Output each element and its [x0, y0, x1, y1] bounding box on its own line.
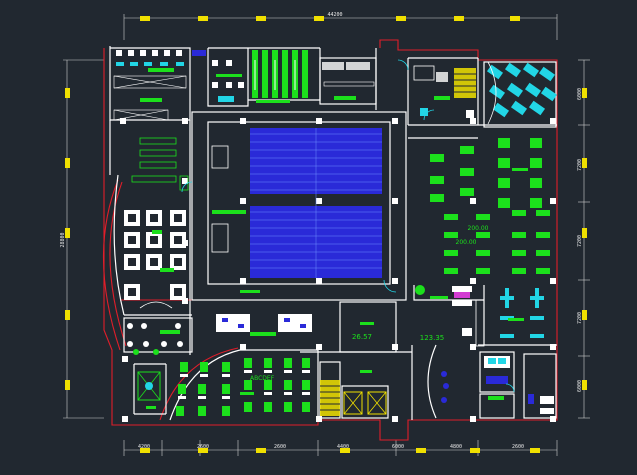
corridor-display-tables: [216, 314, 312, 332]
dimension-markers: [65, 16, 587, 453]
reception-markers: [441, 371, 449, 403]
corridor-green-bars: [240, 290, 374, 336]
display-table-marks: [222, 318, 306, 328]
auditorium-stage-label: [212, 210, 246, 214]
auditorium-seat-grid: [250, 128, 382, 278]
exterior-red-outline: [102, 39, 558, 441]
left-office-furniture: [124, 137, 189, 355]
lounge-furniture: [415, 285, 485, 347]
dim-bottom-7: 2600: [512, 444, 524, 450]
dim-top-total: 44200: [327, 12, 342, 18]
bottom-left-room: [137, 371, 161, 409]
training-room-legend: ABCDEF: [250, 375, 275, 382]
top-right-workstations: [486, 62, 558, 118]
dim-bottom-2: 2600: [197, 444, 209, 450]
room-label-1: 200.00: [468, 225, 489, 232]
training-room-chairs: [176, 358, 310, 416]
dim-right-2: 7200: [577, 159, 583, 171]
right-office-desks: [430, 138, 550, 299]
far-right-workstations: [500, 288, 544, 338]
dim-right-3: 7200: [577, 235, 583, 247]
top-left-room-fixtures: [113, 50, 206, 121]
dim-bottom-6: 4800: [450, 444, 462, 450]
room-label-2: 200.00: [456, 239, 477, 246]
stair-elevator-core: [320, 370, 387, 416]
top-right-stairs: [413, 65, 476, 118]
top-center-room: [212, 50, 375, 103]
far-right-bar: [508, 318, 524, 321]
restroom-fixtures: [484, 356, 554, 414]
door-swings: [181, 59, 515, 393]
dim-bottom-5: 6000: [392, 444, 404, 450]
dim-bottom-1: 4200: [138, 444, 150, 450]
area-label-reception: 123.35: [420, 334, 445, 342]
dim-left-total: 28800: [60, 232, 66, 247]
dim-bottom-4: 4400: [337, 444, 349, 450]
dim-right-4: 7200: [577, 312, 583, 324]
dim-right-1: 6000: [577, 88, 583, 100]
auditorium-stage-platforms: [211, 145, 229, 253]
area-label-central: 26.57: [352, 333, 372, 341]
dim-bottom-3: 2600: [274, 444, 286, 450]
training-room-bar: [240, 392, 254, 395]
dim-right-5: 6000: [577, 380, 583, 392]
top-right-curve: [487, 61, 497, 125]
